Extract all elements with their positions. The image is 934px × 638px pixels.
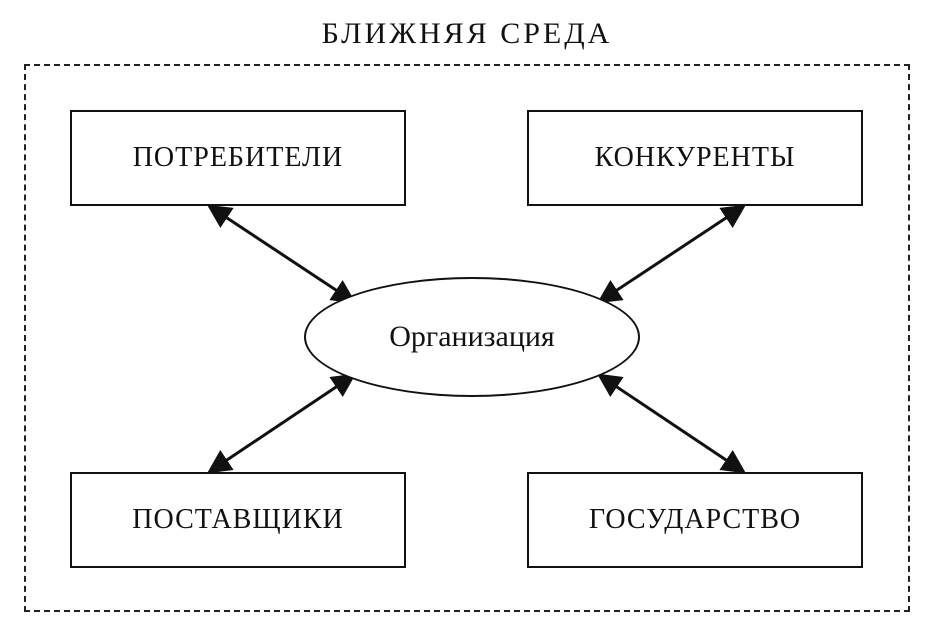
arrow-consumers-organization [206,204,357,304]
node-consumers: ПОТРЕБИТЕЛИ [70,110,406,206]
node-state: ГОСУДАРСТВО [527,472,863,568]
environment-boundary [24,64,910,612]
arrow-suppliers-organization [207,373,356,474]
node-organization-label: Организация [389,320,555,353]
arrow-competitors-organization [596,204,747,304]
node-consumers-label: ПОТРЕБИТЕЛИ [132,142,344,173]
node-organization: Организация [304,277,640,397]
diagram-title: БЛИЖНЯЯ СРЕДА [321,17,613,50]
node-suppliers: ПОСТАВЩИКИ [70,472,406,568]
node-suppliers-label: ПОСТАВЩИКИ [132,504,344,535]
node-competitors-label: КОНКУРЕНТЫ [594,142,796,173]
arrow-state-organization [597,373,746,474]
node-competitors: КОНКУРЕНТЫ [527,110,863,206]
node-state-label: ГОСУДАРСТВО [588,504,802,535]
